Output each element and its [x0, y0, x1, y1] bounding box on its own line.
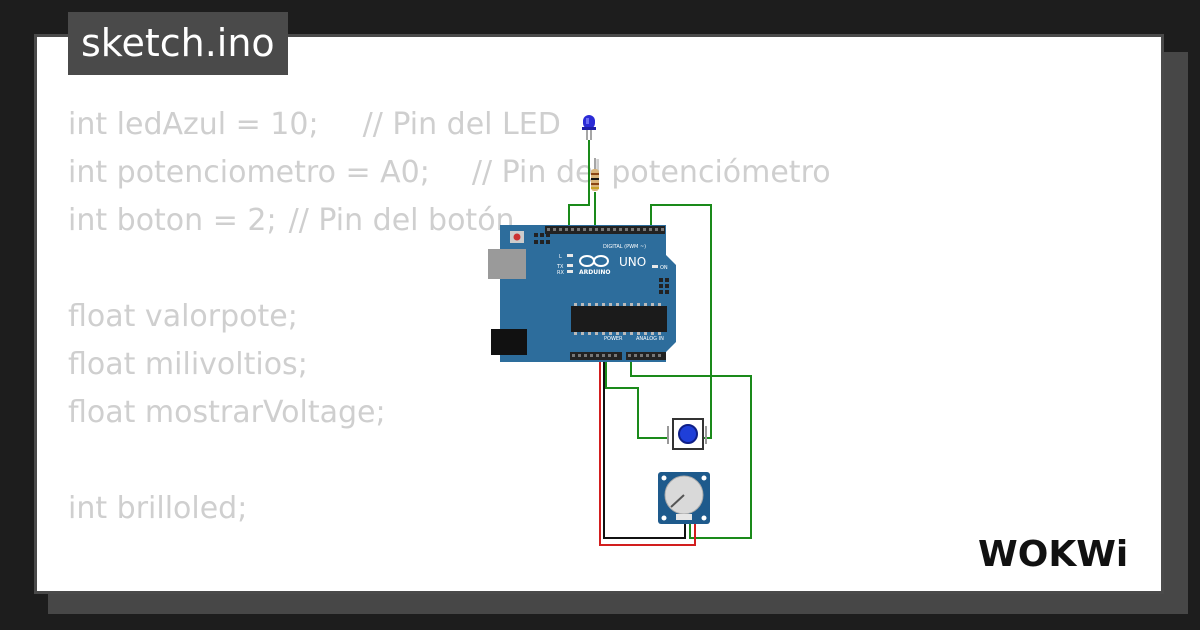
- wokwi-logo[interactable]: WOKWi: [976, 530, 1152, 574]
- code-line: float valorpote;: [68, 299, 298, 334]
- arduino-uno-board[interactable]: DIGITAL (PWM ~) L TX RX ON ARDUINO UNO: [488, 225, 676, 362]
- code-preview: int ledAzul = 10;// Pin del LED int pote…: [68, 103, 831, 535]
- arduino-logo-icon: [579, 255, 609, 267]
- wokwi-logo-text: WOKWi: [978, 534, 1128, 574]
- code-line: float mostrarVoltage;: [68, 395, 386, 430]
- wire-a0-pot: [630, 352, 752, 539]
- usb-port: [488, 249, 526, 279]
- wire-led-gnd: [568, 140, 590, 230]
- resistor: [591, 158, 599, 191]
- power-jack: [491, 329, 527, 355]
- code-line: int potenciometro = A0;// Pin del potenc…: [68, 155, 831, 190]
- code-line: int boton = 2;// Pin del botón: [68, 203, 515, 238]
- l-led-label: L: [559, 254, 562, 260]
- code-line: int ledAzul = 10;// Pin del LED: [68, 107, 561, 142]
- microcontroller-chip: [571, 306, 667, 332]
- board-brand: ARDUINO: [579, 269, 610, 276]
- power-header-label: POWER: [604, 336, 623, 342]
- board-model: UNO: [619, 255, 646, 269]
- digital-header-label: DIGITAL (PWM ~): [603, 244, 646, 250]
- on-led-label: ON: [660, 265, 668, 271]
- analog-header-label: ANALOG IN: [636, 336, 664, 342]
- blue-led[interactable]: [582, 115, 596, 140]
- rx-led-label: RX: [557, 270, 564, 276]
- code-line: float milivoltios;: [68, 347, 308, 382]
- potentiometer[interactable]: [658, 472, 710, 524]
- wires: [568, 140, 752, 546]
- code-line: int brilloled;: [68, 491, 248, 526]
- wire-5v-button: [605, 352, 668, 439]
- wire-5v-pot: [599, 352, 696, 546]
- tx-led-label: TX: [556, 264, 564, 270]
- wire-pin2-button: [650, 204, 712, 439]
- wire-gnd-pot: [603, 352, 686, 539]
- digital-header: [545, 226, 665, 234]
- file-tab[interactable]: sketch.ino: [68, 12, 288, 75]
- pushbutton[interactable]: [667, 418, 707, 450]
